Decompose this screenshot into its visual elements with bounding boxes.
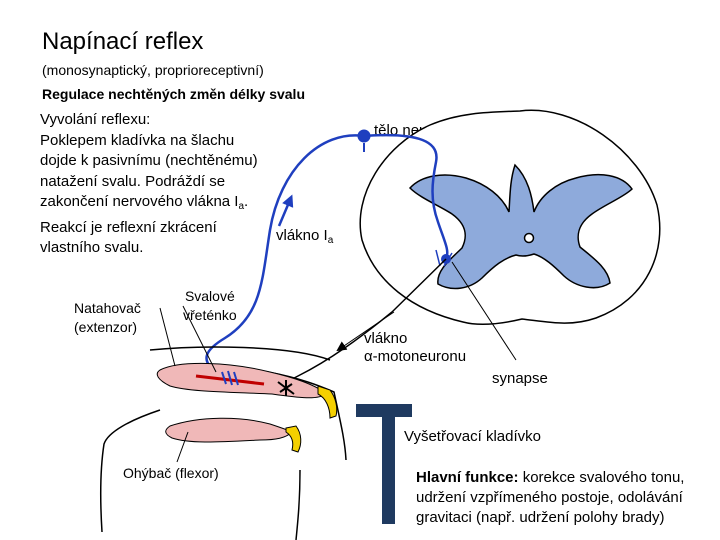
flexor-muscle bbox=[165, 417, 293, 443]
extensor-label: Natahovač (extenzor) bbox=[74, 300, 141, 335]
evocation-line-6: vlastního svalu. bbox=[40, 239, 144, 256]
evocation-heading: Vyvolání reflexu: bbox=[40, 111, 151, 128]
spindle-label: Svalové vřeténko bbox=[183, 288, 237, 323]
synapse-label: synapse bbox=[492, 370, 548, 387]
evocation-line-4: zakončení nervového vlákna Ia. bbox=[40, 193, 249, 212]
evocation-line-1: Poklepem kladívka na šlachu bbox=[40, 131, 235, 149]
function-label: Hlavní funkce: bbox=[416, 469, 519, 486]
grey-matter bbox=[408, 163, 633, 290]
neuron-body-icon bbox=[357, 129, 371, 143]
motoneuron-arrow bbox=[336, 311, 395, 352]
flexor-tendon bbox=[285, 425, 302, 453]
afferent-fiber-lower bbox=[205, 134, 365, 380]
evocation-line-5: Reakcí je reflexní zkrácení bbox=[40, 218, 217, 236]
hammer-label: Vyšetřovací kladívko bbox=[404, 428, 541, 445]
extensor-tendon bbox=[317, 385, 338, 419]
evocation-block: Vyvolání reflexu: Poklepem kladívka na š… bbox=[40, 110, 258, 259]
synapse-pointer bbox=[451, 261, 517, 361]
flexor-label: Ohýbač (flexor) bbox=[123, 465, 219, 481]
evocation-line-3: natažení svalu. Podráždí se bbox=[40, 172, 226, 190]
subtitle: (monosynaptický, proprioreceptivní) bbox=[42, 62, 264, 78]
motoneuron-label: vlákno α-motoneuronu bbox=[364, 330, 467, 365]
function-block: Hlavní funkce: korekce svalového tonu, u… bbox=[416, 469, 685, 526]
page-title: Napínací reflex bbox=[42, 28, 204, 55]
regulation-text: Regulace nechtěných změn délky svalu bbox=[42, 86, 305, 102]
reflex-hammer-icon bbox=[356, 404, 412, 524]
spindle-pointer bbox=[182, 305, 217, 373]
afferent-fiber bbox=[363, 133, 449, 258]
afferent-arrow bbox=[277, 194, 294, 227]
fiber-label: vlákno Ia bbox=[276, 227, 334, 246]
flexor-pointer bbox=[176, 431, 189, 463]
evocation-line-2: dojde k pasivnímu (nechtěnému) bbox=[40, 152, 258, 169]
central-canal-icon bbox=[523, 232, 535, 244]
extensor-pointer bbox=[159, 307, 176, 367]
leg-outline bbox=[149, 346, 331, 361]
